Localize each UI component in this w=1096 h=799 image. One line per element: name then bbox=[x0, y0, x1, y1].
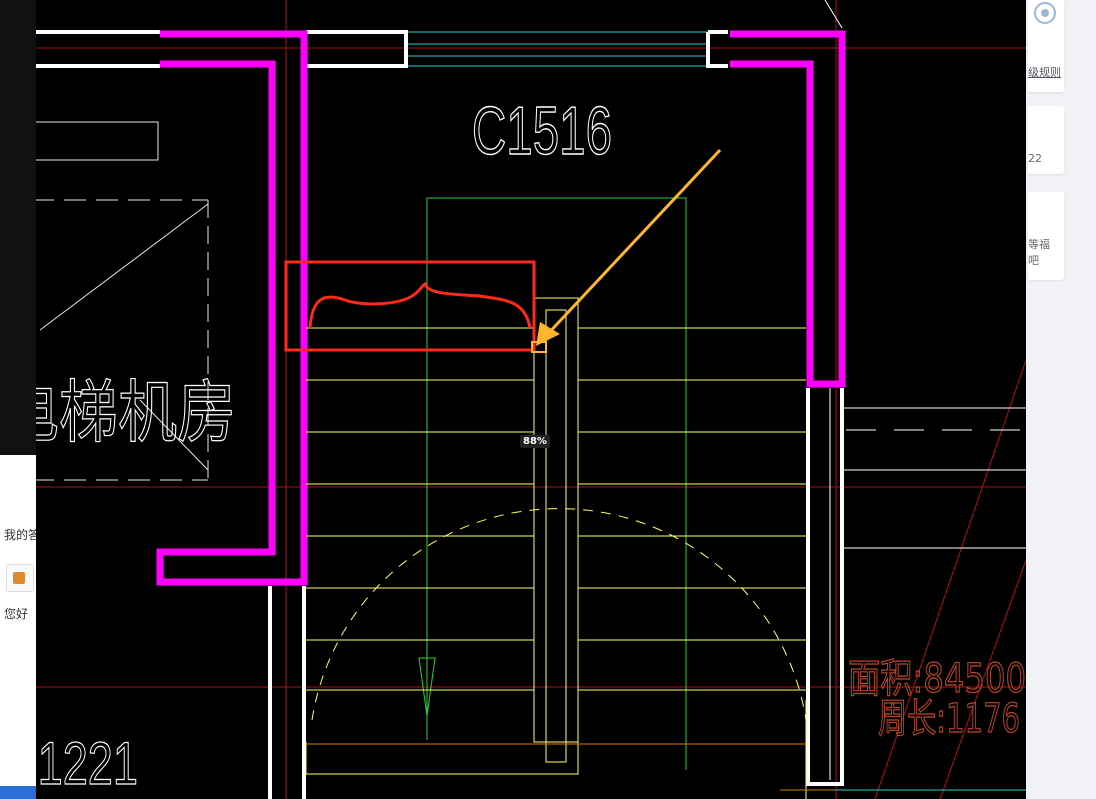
background-chip-icon[interactable] bbox=[6, 564, 34, 592]
highlight-squiggle bbox=[308, 281, 532, 329]
room-label: 电梯机房 bbox=[36, 374, 236, 453]
background-text-note-2: 吧 bbox=[1028, 254, 1039, 267]
background-page-left: 我的答 您好 bbox=[0, 0, 40, 799]
background-dark-strip bbox=[0, 0, 36, 455]
background-card-note[interactable]: 等福 吧 bbox=[1028, 192, 1064, 280]
zoom-tooltip: 88% bbox=[520, 435, 550, 448]
pointer-arrow-icon bbox=[531, 148, 722, 353]
background-text-answer: 我的答 bbox=[4, 528, 41, 542]
background-blue-bar bbox=[0, 786, 36, 799]
background-page-right: 级规则 22 等福 吧 bbox=[1026, 0, 1096, 799]
background-card-rules[interactable]: 级规则 bbox=[1028, 0, 1064, 92]
background-text-note-1: 等福 bbox=[1028, 238, 1050, 251]
cad-canvas: C1516 电梯机房 M1221 面积:84500 周长:1176 bbox=[36, 0, 1026, 799]
cad-drawing-image: C1516 电梯机房 M1221 面积:84500 周长:1176 bbox=[36, 0, 1026, 799]
background-card-count[interactable]: 22 bbox=[1028, 106, 1064, 174]
target-icon bbox=[1034, 2, 1056, 24]
door-label: M1221 bbox=[36, 730, 138, 797]
background-text-count: 22 bbox=[1028, 152, 1042, 165]
highlight-box bbox=[284, 260, 536, 352]
background-link-rules[interactable]: 级规则 bbox=[1028, 66, 1061, 79]
area-readout: 面积:84500 bbox=[848, 656, 1026, 702]
background-text-greeting: 您好 bbox=[4, 607, 29, 621]
window-label: C1516 bbox=[472, 93, 612, 169]
perimeter-readout: 周长:1176 bbox=[878, 696, 1020, 742]
